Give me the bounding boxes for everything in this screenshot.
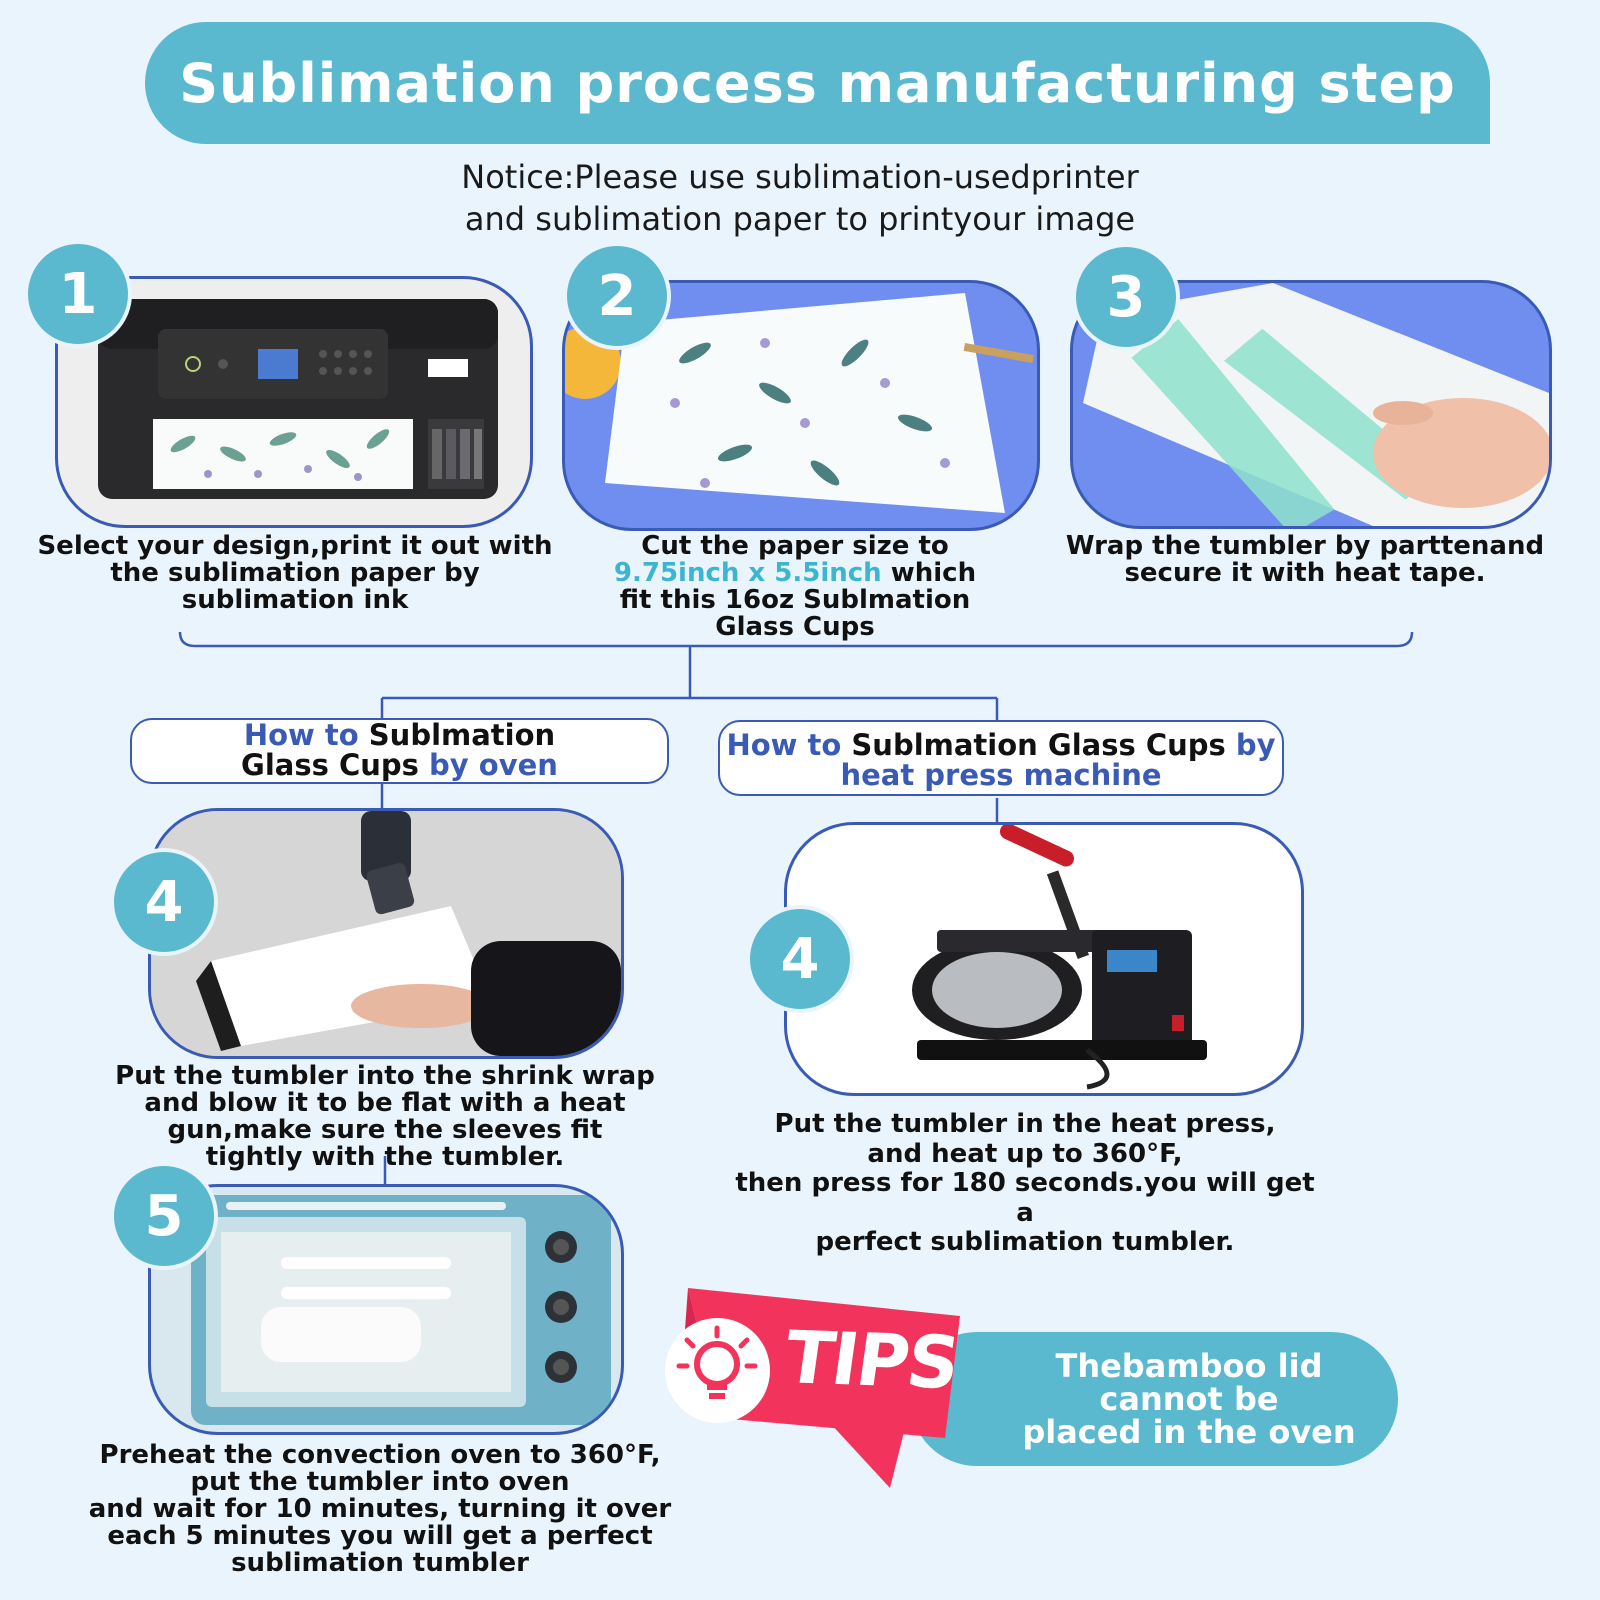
step-2-caption: Cut the paper size to 9.75inch x 5.5inch… [560,533,1030,641]
press-step-4-badge: 4 [746,905,854,1013]
step-3-caption-line: secure it with heat tape. [1124,558,1486,588]
step-2-badge: 2 [563,242,671,350]
step-1-badge: 1 [24,240,132,348]
press-header-line-2: heat press machine [840,758,1162,792]
press-header-prefix: How to [726,728,852,762]
step-2-caption-line: fit this 16oz Sublmation [619,585,971,615]
oven-step-4-caption-line: gun,make sure the sleeves fit [167,1115,603,1145]
oven-step-4-caption-line: tightly with the tumbler. [205,1142,565,1172]
step-2-caption-rest: which [881,558,977,588]
oven-step-4-image-heat-gun [148,808,624,1059]
lightbulb-icon [665,1318,770,1423]
tips-label: TIPS [779,1315,964,1405]
title-banner: Sublimation process manufacturing step [145,22,1490,144]
step-1-caption-line: sublimation ink [181,585,409,615]
page-title: Sublimation process manufacturing step [179,51,1456,115]
step-2-number: 2 [597,263,637,329]
oven-step-5-caption-line: sublimation tumbler [231,1548,529,1578]
step-2-caption-line: Cut the paper size to [641,531,949,561]
tips-note-line: cannot be [1099,1379,1279,1418]
oven-header-prefix: How to [243,718,369,752]
press-step-4-caption-line: perfect sublimation tumbler. [815,1227,1235,1257]
step-3-number: 3 [1106,264,1146,330]
oven-step-4-badge: 4 [110,848,218,956]
oven-step-4-caption: Put the tumbler into the shrink wrap and… [100,1063,670,1171]
tips-note: Thebamboo lid cannot be placed in the ov… [910,1332,1398,1466]
oven-header-main-2: Glass Cups [241,748,430,782]
oven-header-main: Sublmation [368,718,556,752]
oven-step-5-caption-line: Preheat the convection oven to 360°F, [99,1440,661,1470]
step-2-caption-line: 9.75inch x 5.5inch which [560,560,1030,587]
oven-step-5-image-oven [148,1184,624,1435]
oven-step-5-number: 5 [144,1183,184,1249]
press-step-4-caption-line: and heat up to 360°F, [867,1138,1183,1169]
press-step-4-caption-line: then press for 180 seconds.you will get … [735,1168,1315,1228]
oven-header-line-2: Glass Cups by oven [132,750,667,780]
notice-line-2: and sublimation paper to printyour image [464,200,1136,238]
oven-header-suffix: by oven [429,748,558,782]
notice-line-1: Notice:Please use sublimation-usedprinte… [461,158,1139,196]
step-1-caption-line: the sublimation paper by [110,558,480,588]
press-step-4-image-heat-press [784,822,1304,1096]
press-step-4-number: 4 [780,926,820,992]
step-1-caption-line: Select your design,print it out with [37,531,553,561]
oven-step-5-badge: 5 [110,1162,218,1270]
tips-note-line: Thebamboo lid [1055,1346,1323,1385]
step-1-image-printer [55,276,533,528]
oven-step-4-caption-line: Put the tumbler into the shrink wrap [115,1061,655,1091]
oven-step-5-caption-line: put the tumbler into oven [190,1467,570,1497]
press-header-line-1: How to Sublmation Glass Cups by [720,730,1282,760]
press-step-4-caption-line: Put the tumbler in the heat press, [774,1109,1276,1139]
oven-method-header: How to Sublmation Glass Cups by oven [130,718,669,784]
press-method-header: How to Sublmation Glass Cups by heat pre… [718,720,1284,796]
press-header-suffix-1: by [1235,728,1276,762]
step-3-caption-line: Wrap the tumbler by parttenand [1065,531,1545,561]
press-header-main: Sublmation Glass Cups [851,728,1236,762]
press-step-4-caption: Put the tumbler in the heat press, and h… [730,1109,1320,1258]
step-2-caption-line: Glass Cups [715,612,875,642]
oven-step-5-caption: Preheat the convection oven to 360°F, pu… [70,1442,690,1577]
step-3-image-tape-wrap [1070,280,1552,529]
step-3-caption: Wrap the tumbler by parttenand secure it… [1060,533,1550,587]
oven-header-line-1: How to Sublmation [132,720,667,750]
step-3-badge: 3 [1072,243,1180,351]
oven-step-5-caption-line: each 5 minutes you will get a perfect [107,1521,653,1551]
notice: Notice:Please use sublimation-usedprinte… [380,156,1220,240]
step-2-image-paper [562,280,1040,531]
oven-step-5-caption-line: and wait for 10 minutes, turning it over [88,1494,672,1524]
paper-size-highlight: 9.75inch x 5.5inch [613,558,882,588]
oven-step-4-caption-line: and blow it to be flat with a heat [144,1088,626,1118]
tips-note-line: placed in the oven [1022,1412,1356,1451]
step-1-number: 1 [58,261,98,327]
oven-step-4-number: 4 [144,869,184,935]
step-1-caption: Select your design,print it out with the… [30,533,560,614]
